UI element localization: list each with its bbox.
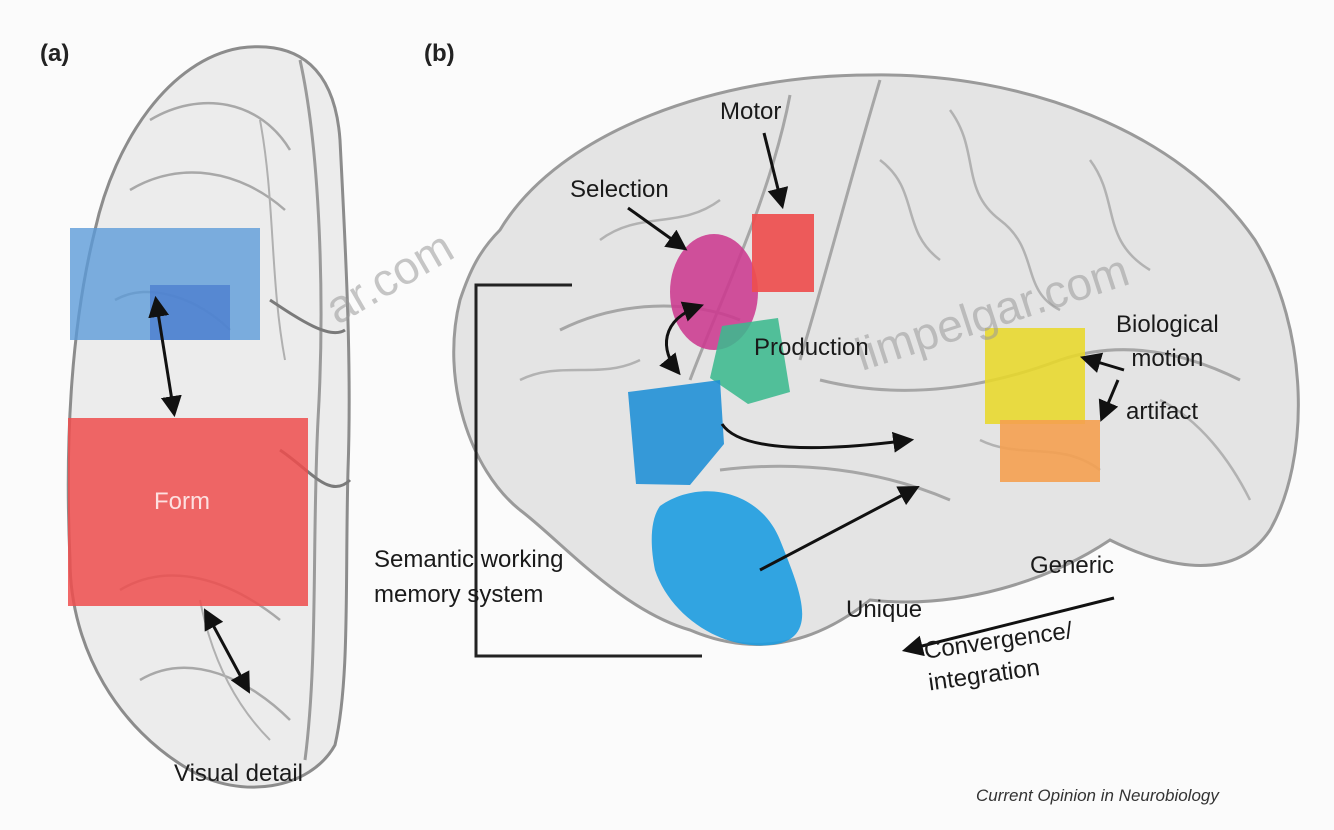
motor-label: Motor: [720, 98, 781, 126]
artifact-label: artifact: [1126, 398, 1198, 426]
biological-motion-label: Biological motion: [1116, 308, 1219, 375]
yellow-motion-region: [985, 328, 1085, 424]
panel-a-label: (a): [40, 40, 69, 68]
visual-detail-label: Visual detail: [174, 760, 303, 788]
panel-b-label: (b): [424, 40, 455, 68]
semantic-wm-label: Semantic working memory system: [374, 543, 563, 613]
form-label: Form: [154, 488, 210, 516]
generic-label: Generic: [1030, 552, 1114, 580]
orange-artifact-region: [1000, 420, 1100, 482]
red-motor-region: [752, 214, 814, 292]
selection-label: Selection: [570, 176, 669, 204]
journal-source: Current Opinion in Neurobiology: [976, 786, 1219, 806]
ventral-brain-outline: [68, 47, 350, 787]
unique-label: Unique: [846, 596, 922, 624]
production-label: Production: [754, 334, 869, 362]
